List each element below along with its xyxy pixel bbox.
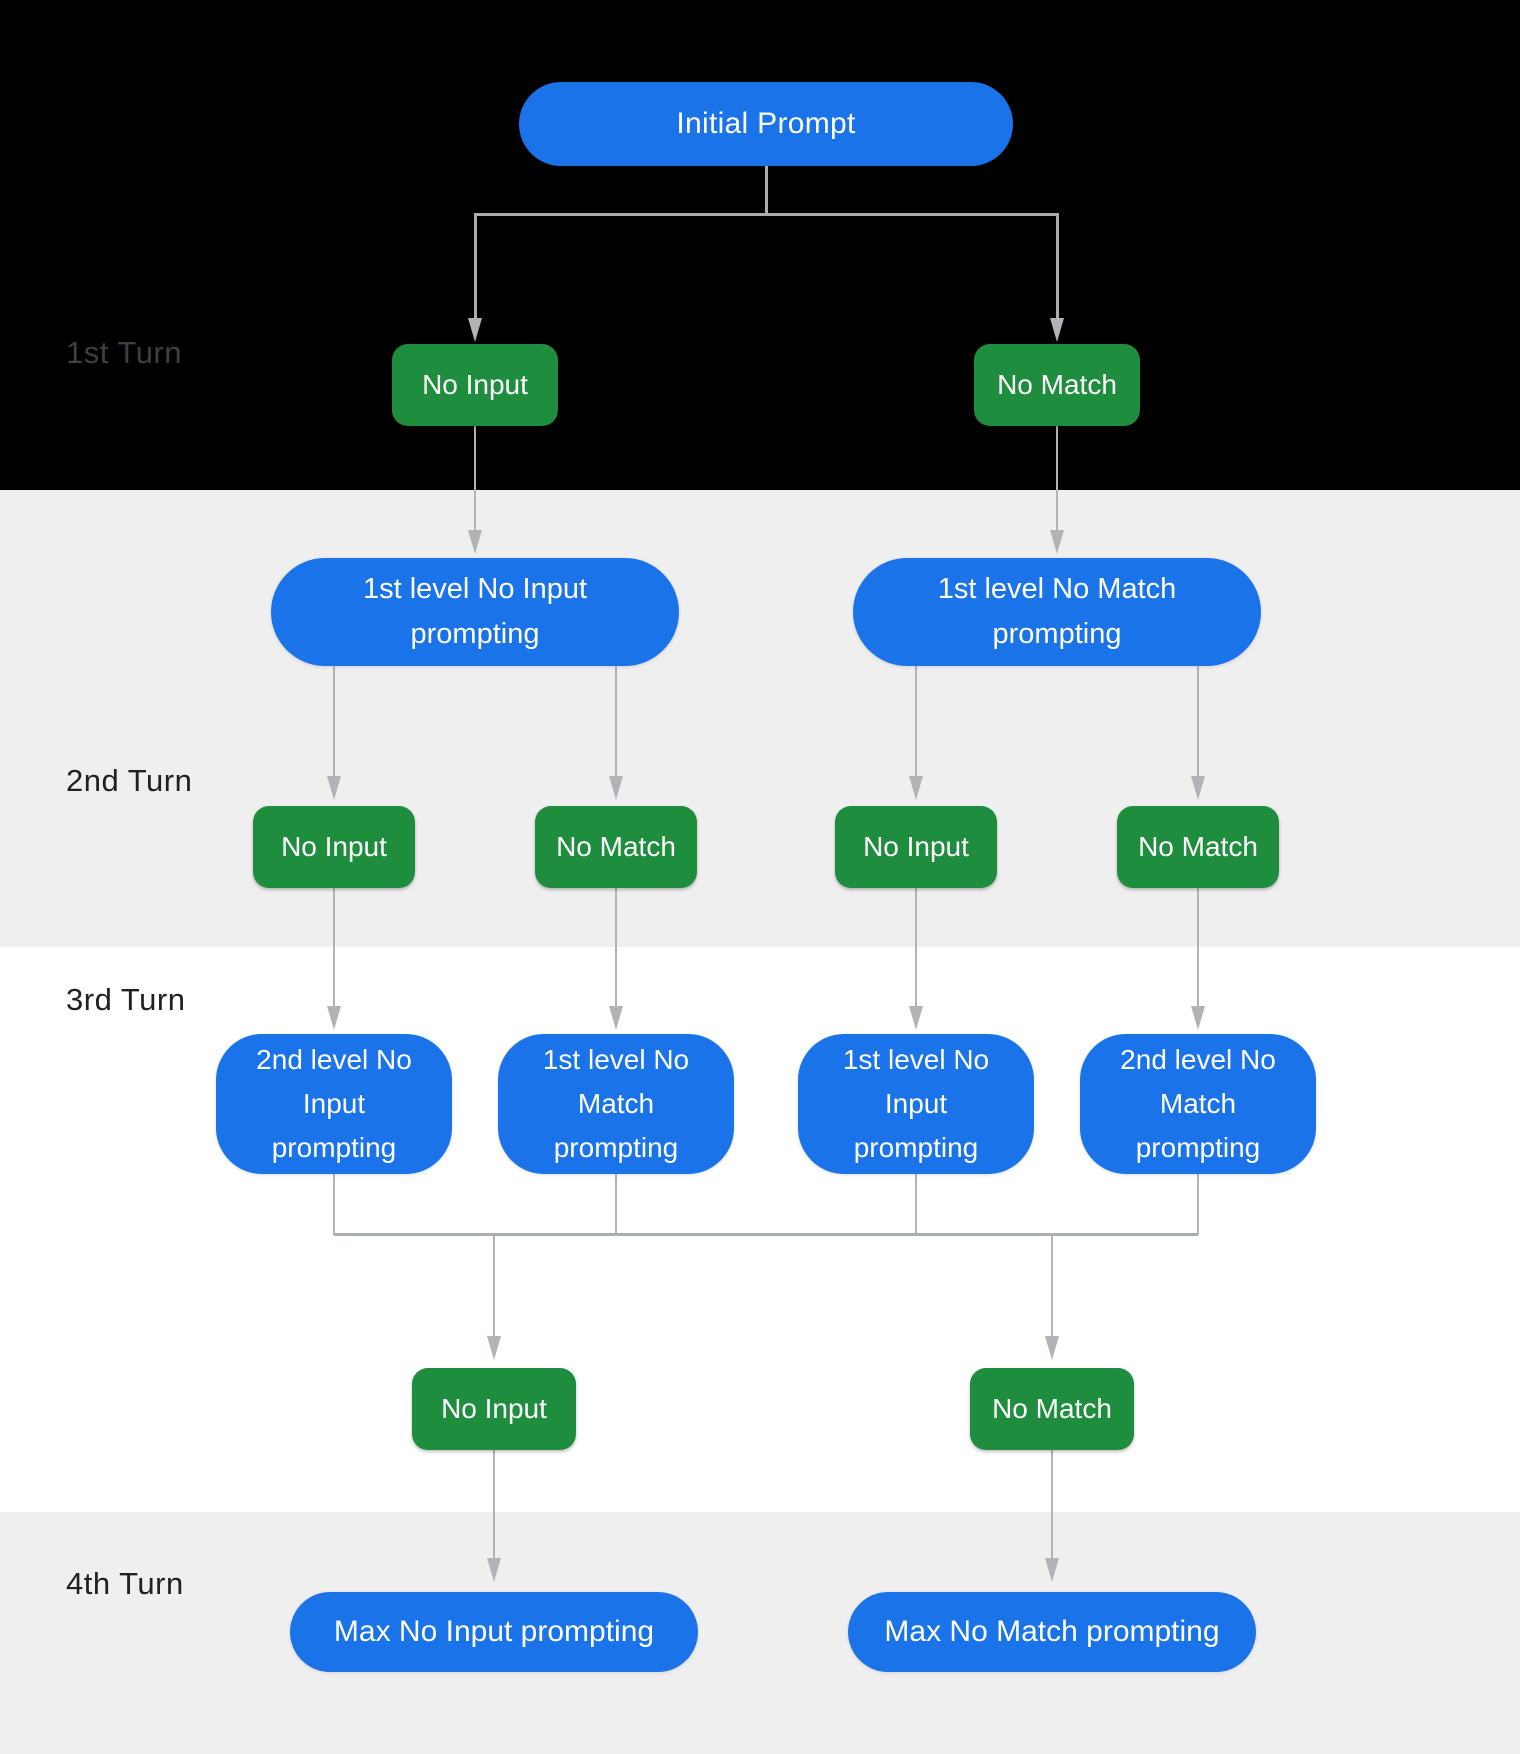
arrowhead-icon <box>1191 1006 1205 1030</box>
connector-line <box>1197 1174 1199 1235</box>
arrowhead-icon <box>468 530 482 554</box>
turn4-max-no-input-prompting-node: Max No Input prompting <box>290 1592 698 1672</box>
connector-line <box>473 213 477 320</box>
turn-label-4th: 4th Turn <box>66 1566 184 1601</box>
arrowhead-icon <box>487 1336 501 1360</box>
event-label: No Input <box>281 831 387 862</box>
event-label: No Input <box>422 369 528 400</box>
connector-line <box>764 166 768 213</box>
connector-line <box>474 426 476 534</box>
turn3-2nd-level-no-input-node: 2nd level No Input prompting <box>216 1034 452 1174</box>
connector-line <box>475 213 1057 216</box>
connector-line <box>615 888 617 1006</box>
turn-label-2nd: 2nd Turn <box>66 763 193 798</box>
turn1-no-input-node: No Input <box>392 344 558 426</box>
connector-line <box>915 888 917 1006</box>
arrowhead-icon <box>1050 318 1064 342</box>
event-label: No Match <box>556 831 676 862</box>
prompt-label: 2nd level No Match prompting <box>1120 1044 1276 1163</box>
turn2-no-match-node-1: No Match <box>535 806 697 888</box>
turn2-no-match-node-2: No Match <box>1117 806 1279 888</box>
arrowhead-icon <box>1050 530 1064 554</box>
turn3-2nd-level-no-match-node: 2nd level No Match prompting <box>1080 1034 1316 1174</box>
connector-line <box>615 666 617 776</box>
connector-line <box>915 1174 917 1235</box>
arrowhead-icon <box>327 776 341 800</box>
connector-line <box>333 666 335 776</box>
turn2-no-input-prompting-node: 1st level No Input prompting <box>271 558 679 666</box>
section-turn-3 <box>0 947 1520 1512</box>
turn3-no-input-node: No Input <box>412 1368 576 1450</box>
connector-line <box>615 1174 617 1235</box>
turn-label-3rd: 3rd Turn <box>66 982 186 1017</box>
event-label: No Match <box>997 369 1117 400</box>
section-turn-4 <box>0 1512 1520 1754</box>
arrowhead-icon <box>487 1558 501 1582</box>
connector-line <box>493 1450 495 1558</box>
connector-line <box>1197 888 1199 1006</box>
connector-line <box>915 666 917 776</box>
merge-bus-line <box>334 1233 1198 1236</box>
prompt-label: 1st level No Match prompting <box>937 573 1177 650</box>
prompt-label: 1st level No Match prompting <box>542 1044 690 1163</box>
connector-line <box>1055 213 1059 320</box>
connector-line <box>1056 426 1058 534</box>
prompt-label: Max No Input prompting <box>333 1615 655 1648</box>
arrowhead-icon <box>1045 1336 1059 1360</box>
arrowhead-icon <box>909 776 923 800</box>
prompt-label: 1st level No Input prompting <box>362 573 588 650</box>
connector-line <box>1051 1235 1053 1338</box>
arrowhead-icon <box>609 1006 623 1030</box>
connector-line <box>1197 666 1199 776</box>
initial-prompt-label: Initial Prompt <box>676 107 856 140</box>
turn3-1st-level-no-input-node: 1st level No Input prompting <box>798 1034 1034 1174</box>
turn3-no-match-node: No Match <box>970 1368 1134 1450</box>
arrowhead-icon <box>468 318 482 342</box>
event-label: No Input <box>441 1393 547 1424</box>
event-label: No Input <box>863 831 969 862</box>
turn3-1st-level-no-match-node: 1st level No Match prompting <box>498 1034 734 1174</box>
arrowhead-icon <box>1191 776 1205 800</box>
turn4-max-no-match-prompting-node: Max No Match prompting <box>848 1592 1256 1672</box>
connector-line <box>1051 1450 1053 1558</box>
prompt-label: 1st level No Input prompting <box>842 1044 990 1163</box>
prompt-label: Max No Match prompting <box>884 1615 1220 1648</box>
section-turn-2 <box>0 490 1520 947</box>
turn2-no-input-node-2: No Input <box>835 806 997 888</box>
initial-prompt-node: Initial Prompt <box>519 82 1013 166</box>
arrowhead-icon <box>609 776 623 800</box>
turn2-no-input-node-1: No Input <box>253 806 415 888</box>
prompt-label: 2nd level No Input prompting <box>256 1044 412 1163</box>
connector-line <box>493 1235 495 1338</box>
connector-line <box>333 888 335 1006</box>
turn2-no-match-prompting-node: 1st level No Match prompting <box>853 558 1261 666</box>
event-label: No Match <box>1138 831 1258 862</box>
connector-line <box>333 1174 335 1235</box>
turn1-no-match-node: No Match <box>974 344 1140 426</box>
arrowhead-icon <box>1045 1558 1059 1582</box>
section-turn-1 <box>0 0 1520 490</box>
arrowhead-icon <box>909 1006 923 1030</box>
event-label: No Match <box>992 1393 1112 1424</box>
turn-label-1st: 1st Turn <box>66 335 182 370</box>
arrowhead-icon <box>327 1006 341 1030</box>
